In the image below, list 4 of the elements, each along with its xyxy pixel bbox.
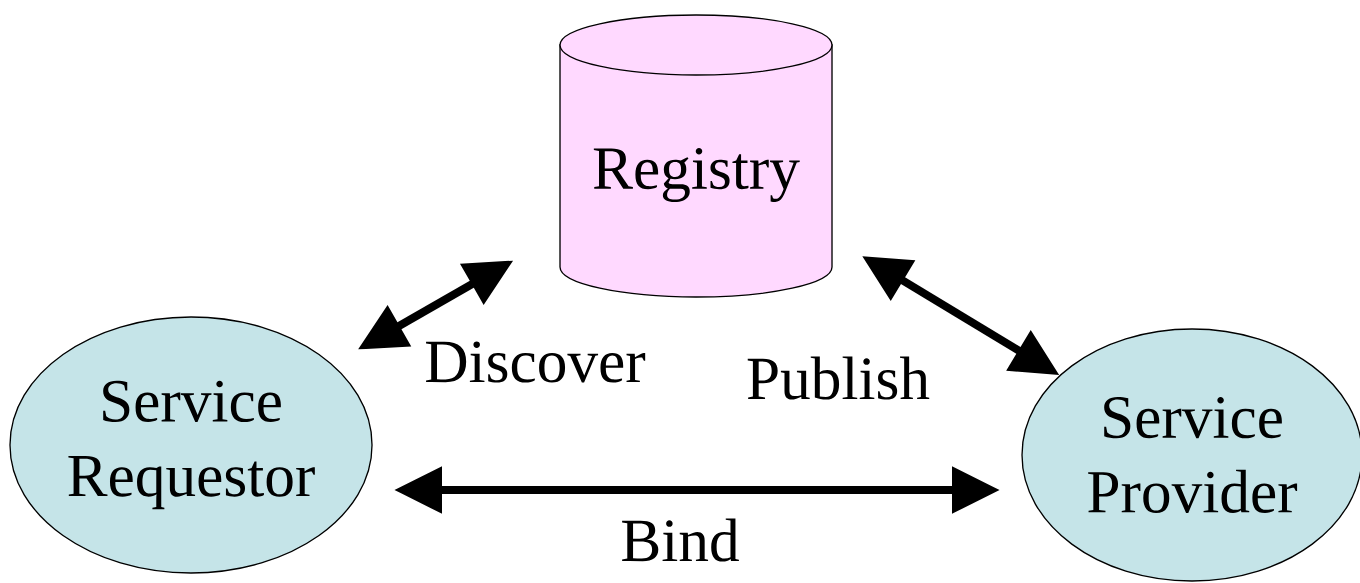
edge-label: Bind [622, 518, 739, 562]
edge-label: Discover [426, 341, 646, 383]
cylinder: Registry [559, 14, 833, 298]
edge-label: Publish [747, 356, 930, 400]
